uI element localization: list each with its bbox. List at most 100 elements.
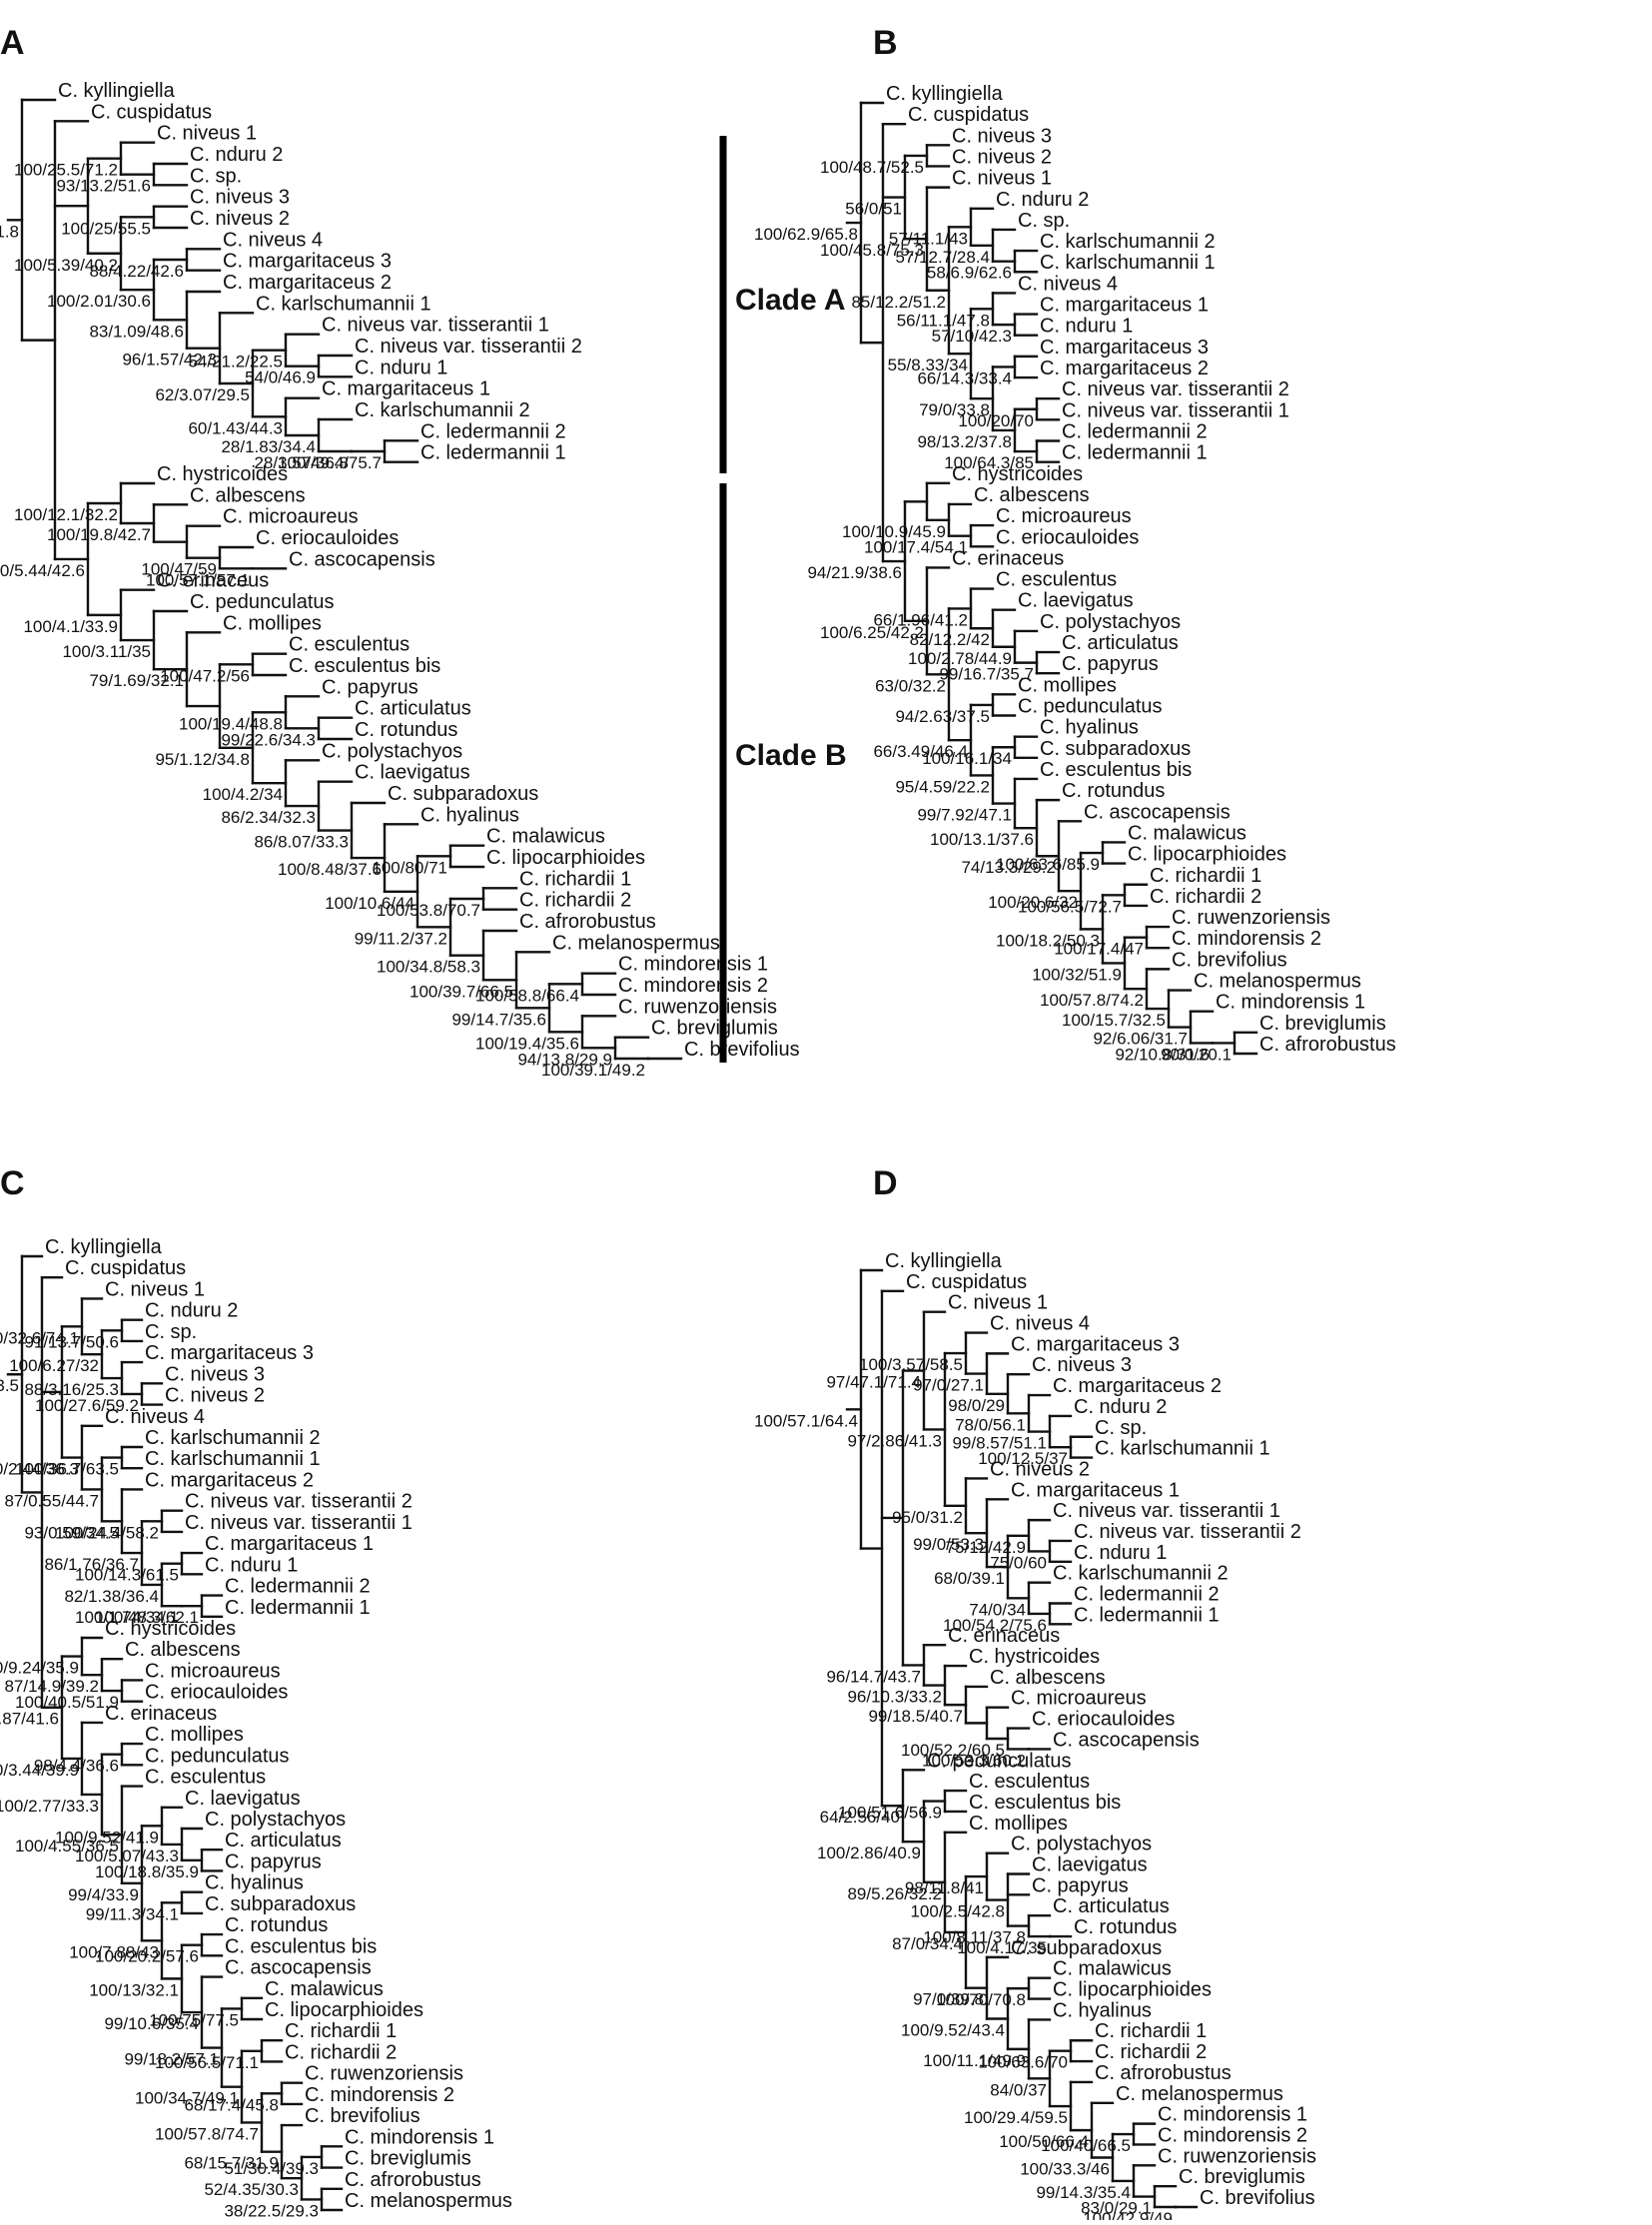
- support-value: 75/0/60: [990, 1553, 1047, 1572]
- support-value: 57/11.1/43: [889, 229, 968, 248]
- support-value: 100/18.2/50.3: [996, 931, 1100, 950]
- support-value: 100/25.5/71.2: [14, 161, 118, 180]
- tip-label: C. niveus 4: [105, 1406, 205, 1428]
- tip-label: C. hyalinus: [205, 1872, 304, 1894]
- support-value: 57/12.7/28.4: [895, 248, 990, 267]
- tip-label: C. richardii 1: [1150, 865, 1261, 887]
- tip-label: C. niveus var. tisserantii 1: [322, 315, 549, 337]
- tip-label: C. nduru 1: [355, 357, 447, 378]
- support-value: 100/2.78/44.9: [908, 649, 1012, 668]
- tip-label: C. papyrus: [322, 676, 418, 698]
- tip-label: C. malawicus: [486, 826, 605, 848]
- support-value: 100/49.4/75.7: [278, 453, 382, 472]
- support-value: 100/5.39/40.2: [14, 256, 118, 275]
- support-value: 100/51.1/61.8: [0, 222, 19, 241]
- support-value: 94/21.9/38.6: [807, 563, 902, 582]
- tip-label: C. margaritaceus 3: [1040, 337, 1209, 359]
- tip-label: C. karlschumannii 1: [1095, 1438, 1270, 1460]
- support-value: 94/2.63/37.5: [895, 707, 990, 726]
- tip-label: C. niveus var. tisserantii 2: [1074, 1521, 1301, 1543]
- tip-label: C. niveus var. tisserantii 1: [185, 1512, 413, 1534]
- support-value: 98/13.2/37.8: [917, 432, 1012, 451]
- support-value: 100/29.4/59.5: [964, 2108, 1068, 2127]
- support-value: 98/4.4/36.6: [34, 1757, 119, 1776]
- support-value: 100/33.3/46: [1020, 2159, 1110, 2178]
- tip-label: C. nduru 2: [996, 189, 1089, 211]
- support-value: 100/56.5/71.1: [155, 2053, 259, 2072]
- tip-label: C. sp.: [145, 1321, 197, 1343]
- support-value: 100/20.6/32: [988, 893, 1078, 912]
- support-value: 28/1.83/34.4: [221, 437, 316, 456]
- tip-label: C. brevifolius: [684, 1039, 800, 1061]
- support-value: 87/0/34.4: [892, 1934, 963, 1953]
- tip-label: C. cuspidatus: [908, 104, 1029, 126]
- tip-label: C. laevigatus: [355, 762, 470, 784]
- panel-label: C: [0, 1164, 25, 1202]
- support-value: 66/14.3/33.4: [917, 369, 1012, 387]
- tip-label: C. margaritaceus 2: [1053, 1375, 1222, 1397]
- tip-label: C. pedunculatus: [190, 591, 335, 613]
- tip-label: C. niveus 2: [165, 1385, 265, 1407]
- support-value: 96/1.57/42.3: [122, 351, 217, 370]
- tip-label: C. nduru 1: [1040, 316, 1133, 338]
- tip-label: C. ruwenzoriensis: [1172, 907, 1330, 929]
- tip-label: C. brevifolius: [1172, 949, 1287, 971]
- tip-label: C. lipocarphioides: [265, 1999, 423, 2021]
- tip-label: C. mollipes: [223, 612, 322, 634]
- support-value: 100/27.6/59.2: [35, 1396, 139, 1415]
- support-value: 100/45.8/75.3: [820, 241, 924, 260]
- support-value: 100/6.27/32: [9, 1356, 99, 1375]
- support-value: 100/14.3/61.5: [75, 1566, 179, 1585]
- support-value: 100/12.1/32.2: [14, 505, 118, 524]
- support-value: 100/39.7/66.5: [410, 982, 513, 1001]
- support-value: 99/7.92/47.1: [917, 806, 1012, 825]
- tip-label: C. brevifolius: [305, 2105, 420, 2127]
- support-value: 100/63.6/85.9: [996, 855, 1100, 874]
- support-value: 100/3.57/58.5: [859, 1355, 963, 1374]
- tip-label: C. hystricoides: [105, 1618, 236, 1640]
- tip-label: C. ledermannii 2: [1074, 1584, 1220, 1606]
- support-value: 100/13.1/37.6: [930, 830, 1034, 849]
- tip-label: C. melanospermus: [345, 2190, 512, 2212]
- tip-label: C. nduru 2: [190, 144, 283, 166]
- support-value: 100/18.8/35.9: [95, 1862, 199, 1881]
- support-value: 52/4.35/30.3: [204, 2180, 299, 2199]
- tip-label: C. papyrus: [1062, 653, 1159, 675]
- support-value: 87/0.55/44.7: [4, 1491, 99, 1510]
- clade-label: Clade A: [735, 284, 846, 317]
- support-value: 62/3.07/29.5: [155, 385, 250, 404]
- tip-label: C. rotundus: [1074, 1916, 1177, 1938]
- support-value: 56/0/51: [845, 200, 902, 219]
- tip-label: C. karlschumannii 2: [145, 1427, 321, 1449]
- support-value: 86/8.07/33.3: [254, 833, 349, 852]
- support-value: 97/0/39.8: [913, 1990, 984, 2009]
- support-value: 94/13.8/29.9: [517, 1050, 612, 1069]
- support-value: 95/4.59/22.2: [895, 777, 990, 796]
- support-value: 85/12.2/51.2: [851, 293, 946, 312]
- support-value: 100/11.1/49.9: [923, 2051, 1026, 2070]
- tip-label: C. eriocauloides: [145, 1682, 288, 1704]
- support-value: 100/19.4/48.8: [179, 714, 283, 733]
- tip-label: C. niveus 3: [1032, 1354, 1132, 1376]
- tip-label: C. kyllingiella: [58, 80, 176, 102]
- tip-label: C. hyalinus: [420, 804, 519, 826]
- tip-label: C. mindorensis 2: [305, 2084, 454, 2106]
- tip-label: C. ruwenzoriensis: [1158, 2145, 1316, 2167]
- support-value: 63/0/32.2: [875, 676, 946, 695]
- support-value: 100/17.4/54.1: [864, 538, 968, 557]
- tip-label: C. laevigatus: [1018, 590, 1134, 612]
- tip-label: C. niveus 1: [157, 123, 257, 145]
- tip-label: C. polystachyos: [322, 740, 462, 762]
- tip-label: C. articulatus: [225, 1830, 342, 1852]
- support-value: 83/1.09/48.6: [89, 322, 184, 341]
- tip-label: C. breviglumis: [1259, 1013, 1386, 1035]
- tip-label: C. erinaceus: [952, 547, 1064, 569]
- support-value: 28/3.57/36.8: [254, 453, 349, 472]
- tip-label: C. ledermannii 1: [1074, 1604, 1220, 1626]
- tip-label: C. ledermannii 2: [420, 420, 566, 442]
- support-value: 100/3.11/35: [62, 642, 151, 661]
- tip-label: C. sp.: [1018, 210, 1070, 232]
- support-value: 100/8.48/37.6: [278, 860, 382, 879]
- support-value: 100/57.1/57.1: [146, 570, 250, 589]
